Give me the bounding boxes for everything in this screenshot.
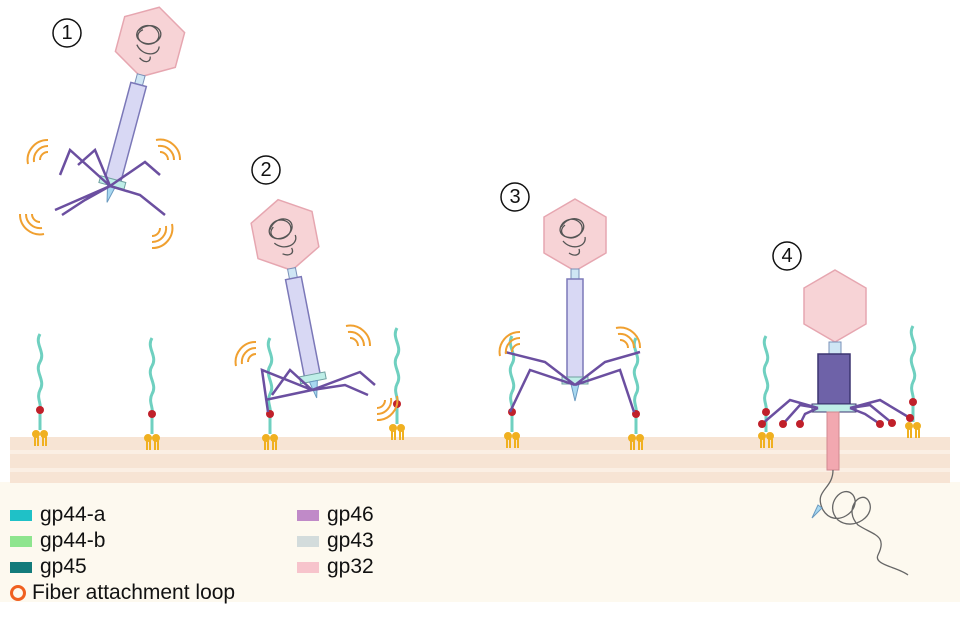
phage-step-3 [498,198,642,413]
vibration-arcs [18,138,182,250]
legend-item: gp45 [10,554,235,580]
gp45-swatch [10,561,32,573]
legend-item: gp32 [297,554,374,580]
legend-label: Fiber attachment loop [32,581,236,604]
legend-item: gp44-a [10,502,235,528]
legend-label: gp45 [40,555,87,578]
legend-label: gp44-b [40,529,106,552]
host-receptors [31,324,922,452]
phage-step-1 [18,0,191,250]
phage-step-2 [234,192,399,422]
legend-item: Fiber attachment loop [10,580,235,606]
legend-label: gp44-a [40,503,106,526]
injected-dna [819,469,909,576]
step-3-label: 3 [509,186,520,208]
legend-left: gp44-a gp44-b gp45 Fiber attachment loop [10,502,235,606]
legend-item: gp43 [297,528,374,554]
legend-item: gp44-b [10,528,235,554]
gp43-swatch [297,535,319,547]
gp32-swatch [297,561,319,573]
gp46-swatch [297,509,319,521]
legend-item: gp46 [297,502,374,528]
legend-label: gp46 [327,503,374,526]
fiber-loop-icon [10,585,26,601]
gp44-a-swatch [10,509,32,521]
legend-right: gp46 gp43 gp32 [297,502,374,580]
legend-label: gp32 [327,555,374,578]
phage-step-4 [758,269,914,576]
step-4-label: 4 [781,245,792,267]
legend-label: gp43 [327,529,374,552]
step-2-label: 2 [260,159,271,181]
gp44-b-swatch [10,535,32,547]
step-1-label: 1 [61,22,72,44]
step-markers: 1 2 3 4 [52,18,802,271]
cell-membrane [0,437,960,602]
